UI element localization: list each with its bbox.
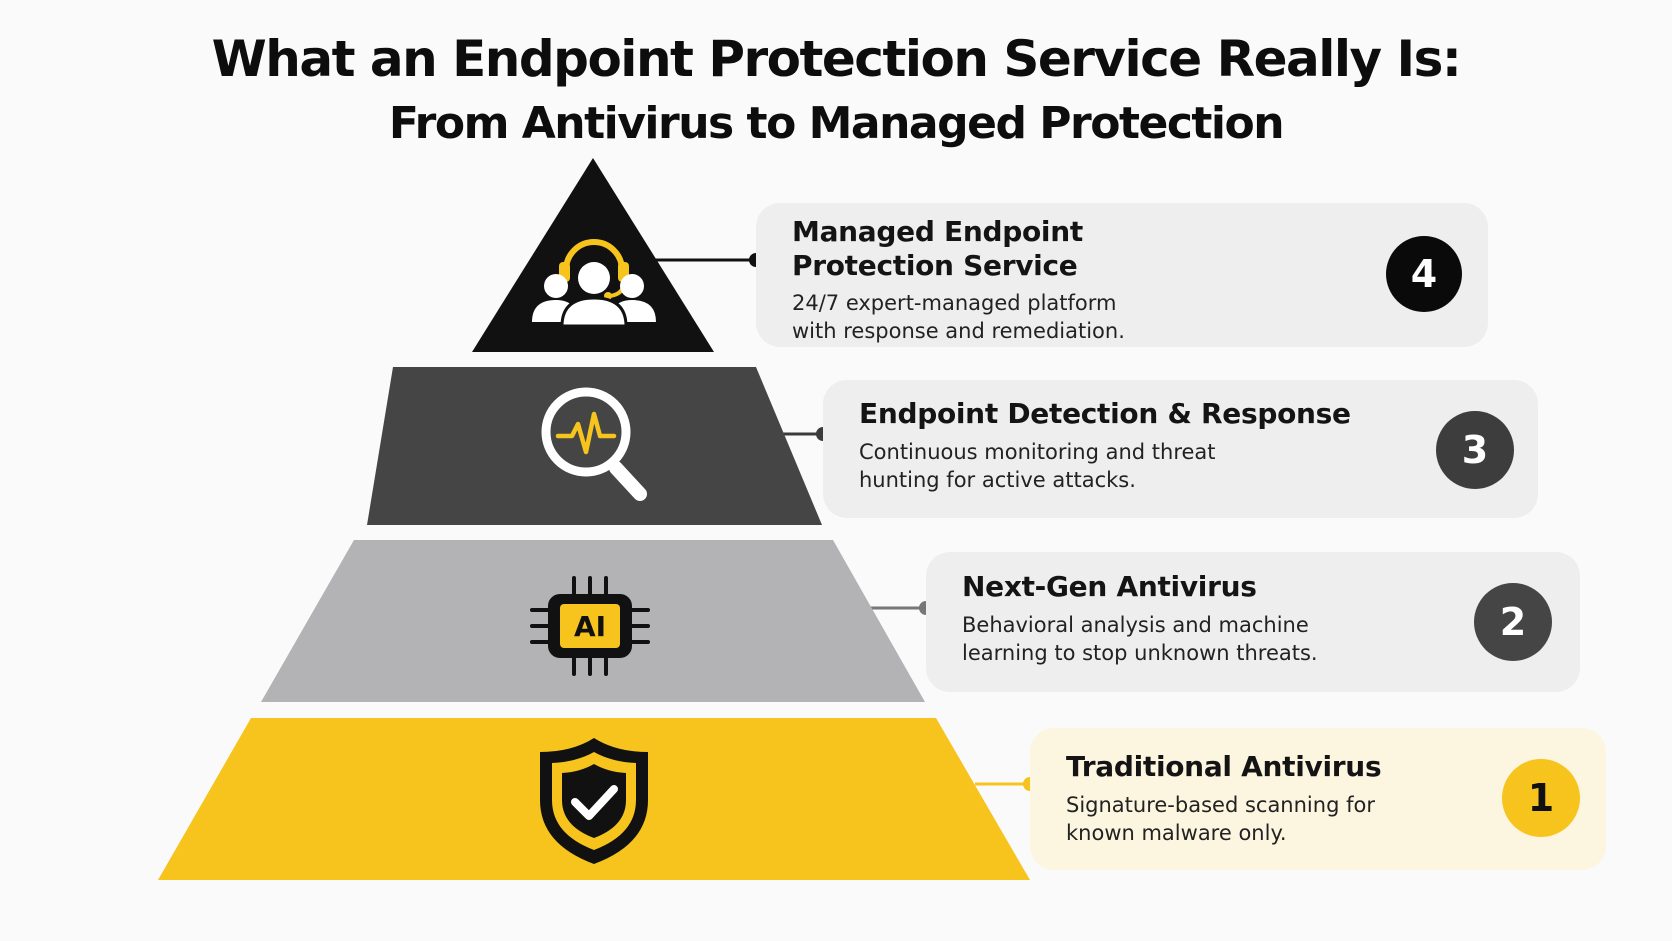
tier-1-desc-line2: known malware only. bbox=[1066, 821, 1287, 845]
tier-1-desc-line1: Signature-based scanning for bbox=[1066, 793, 1375, 817]
tier-1-description: Signature-based scanning for known malwa… bbox=[1066, 791, 1606, 847]
magnifier-pulse-icon bbox=[541, 387, 647, 501]
ai-chip-label: AI bbox=[574, 610, 606, 643]
tier-card-3: Endpoint Detection & Response Continuous… bbox=[823, 380, 1538, 518]
ai-chip-icon: AI bbox=[530, 576, 650, 676]
tier-2-number-badge: 2 bbox=[1474, 583, 1552, 661]
tier-4-desc-line1: 24/7 expert-managed platform bbox=[792, 291, 1117, 315]
tier-3-desc-line2: hunting for active attacks. bbox=[859, 468, 1136, 492]
tier-4-heading-line2: Protection Service bbox=[792, 249, 1078, 282]
tier-1-heading: Traditional Antivirus bbox=[1066, 750, 1382, 783]
tier-3-heading: Endpoint Detection & Response bbox=[859, 397, 1351, 430]
tier-2-desc-line1: Behavioral analysis and machine bbox=[962, 613, 1309, 637]
tier-4-desc-line2: with response and remediation. bbox=[792, 319, 1125, 343]
tier-card-4: Managed Endpoint Protection Service 24/7… bbox=[756, 203, 1488, 347]
tier-4-heading-line1: Managed Endpoint bbox=[792, 215, 1083, 248]
page-subtitle: From Antivirus to Managed Protection bbox=[388, 98, 1285, 149]
tier-4-heading: Managed Endpoint Protection Service bbox=[792, 215, 1488, 283]
tier-3-desc-line1: Continuous monitoring and threat bbox=[859, 440, 1216, 464]
tier-2-description: Behavioral analysis and machine learning… bbox=[962, 611, 1580, 667]
tier-card-2: Next-Gen Antivirus Behavioral analysis a… bbox=[926, 552, 1580, 692]
tier-4-block bbox=[472, 158, 714, 352]
tier-2-heading: Next-Gen Antivirus bbox=[962, 570, 1257, 603]
shield-check-icon bbox=[540, 738, 648, 864]
tier-3-description: Continuous monitoring and threat hunting… bbox=[859, 438, 1538, 494]
tier-1-number-badge: 1 bbox=[1502, 759, 1580, 837]
tier-2-desc-line2: learning to stop unknown threats. bbox=[962, 641, 1318, 665]
page-title: What an Endpoint Protection Service Real… bbox=[211, 30, 1462, 88]
tier-3-number-badge: 3 bbox=[1436, 411, 1514, 489]
tier-4-description: 24/7 expert-managed platform with respon… bbox=[792, 289, 1488, 345]
headset-team-icon bbox=[532, 239, 656, 328]
tier-4-number-badge: 4 bbox=[1386, 236, 1462, 312]
